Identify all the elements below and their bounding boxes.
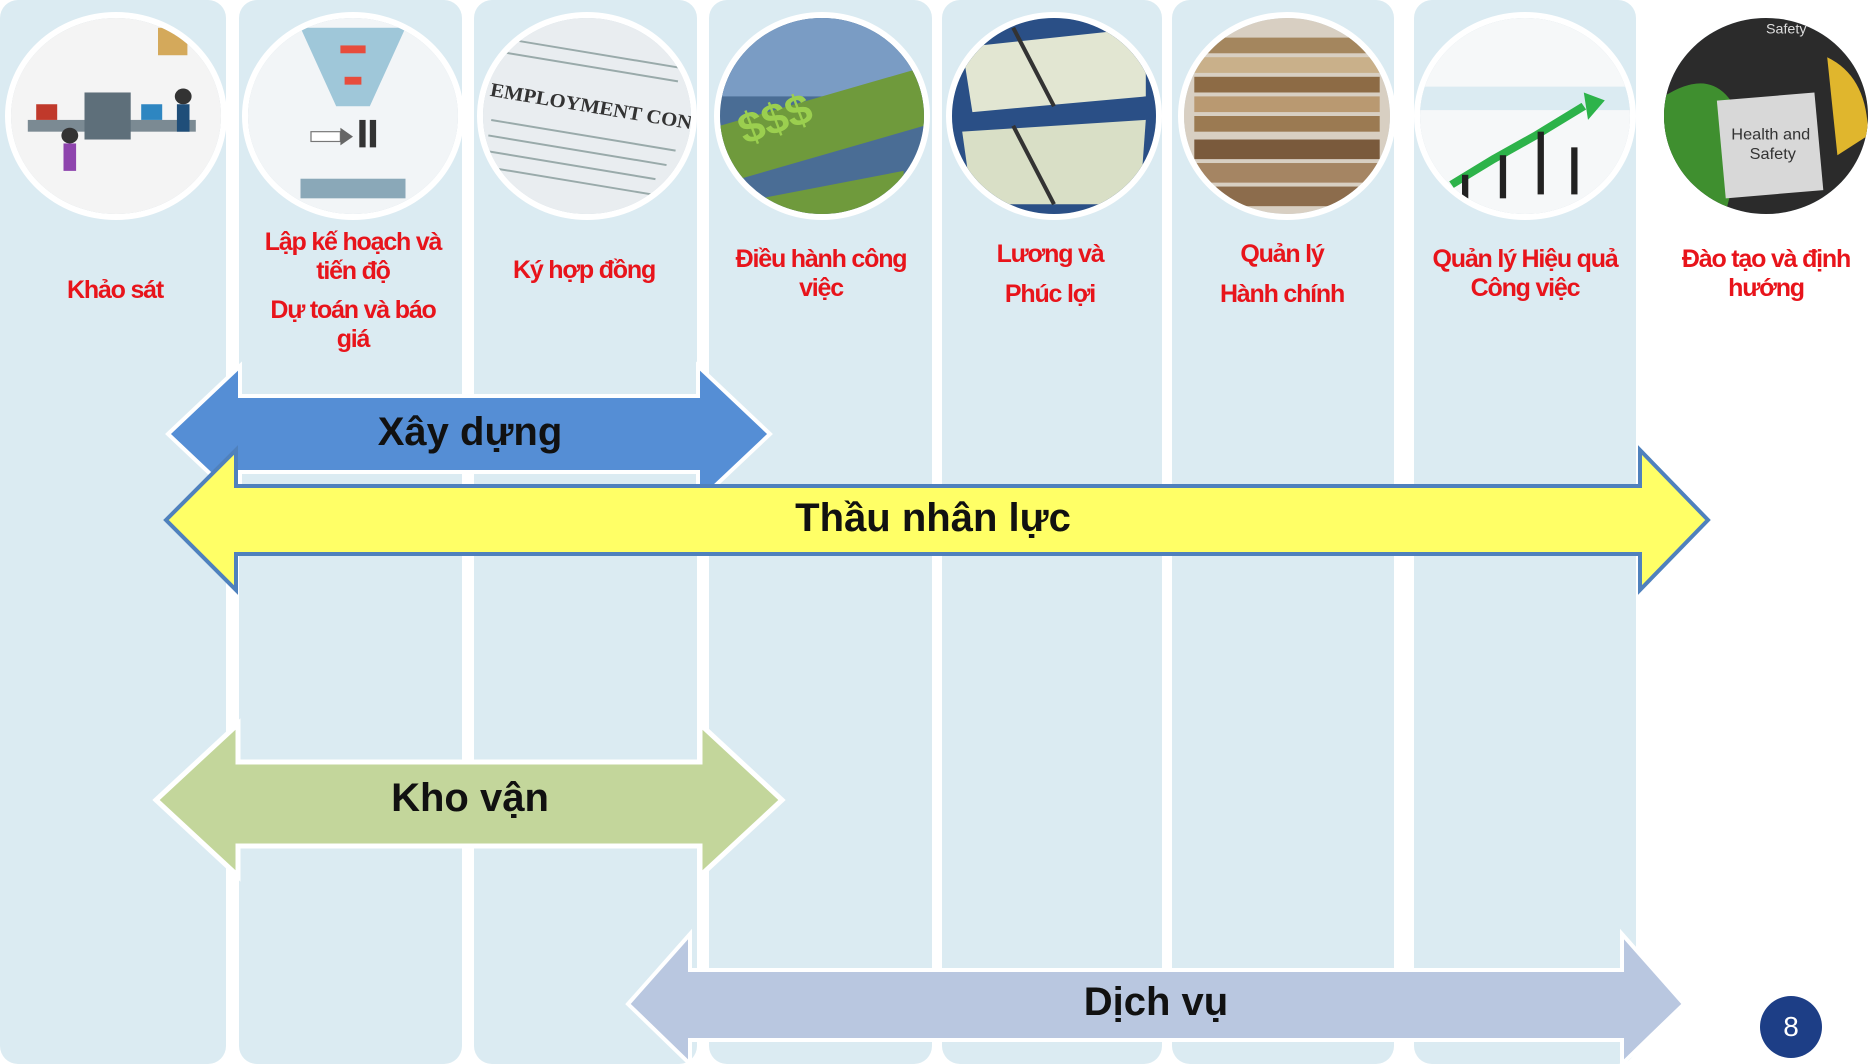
health-safety-gear-icon: Health and Safety Safety [1658, 12, 1872, 220]
arrow-xay-dung [165, 361, 773, 507]
arrow-dich-vu [625, 928, 1687, 1064]
svg-text:Safety: Safety [1766, 21, 1806, 37]
arrow-label-kho-van: Kho vận [391, 776, 549, 820]
employment-contract-icon: EMPLOYMENT CONTRACT [477, 12, 697, 220]
svg-text:Health and: Health and [1731, 127, 1810, 144]
step-label-du-toan: Dự toán và báo giá [270, 296, 436, 353]
arrow-label-dich-vu: Dịch vụ [1083, 980, 1229, 1024]
step-label-luong: Lương và Phúc lợi [996, 240, 1105, 308]
arrow-thau-nhan-luc [163, 445, 1711, 595]
dollar-grass-icon: $$$ [714, 12, 930, 220]
step-label-ky-hop-dong: Ký hợp đồng [512, 256, 656, 284]
arrow-label-xay-dung: Xây dựng [377, 410, 563, 454]
file-stack-icon [1178, 12, 1396, 220]
funnel-planning-icon [242, 12, 464, 220]
arrow-label-thau-nhan-luc: Thầu nhân lực [795, 496, 1071, 540]
step-label-khao-sat: Khảo sát [67, 276, 164, 304]
paycheck-icon [946, 12, 1162, 220]
svg-text:Safety: Safety [1750, 146, 1796, 163]
growth-chart-icon [1414, 12, 1636, 220]
arrow-kho-van [152, 718, 786, 882]
step-label-quan-ly-hieu-qua: Quản lý Hiệu quả Công việc [1432, 245, 1619, 302]
step-label-dieu-hanh: Điều hành công việc [735, 245, 908, 302]
step-label-dao-tao: Đào tạo và định hướng [1681, 245, 1851, 302]
step-label-quan-ly-hanh-chinh: Quản lý Hành chính [1219, 240, 1345, 308]
step-label-lap-ke-hoach: Lập kế hoạch và tiến độ [264, 228, 443, 285]
factory-conveyor-icon [5, 12, 227, 220]
page-number-badge: 8 [1760, 996, 1822, 1058]
